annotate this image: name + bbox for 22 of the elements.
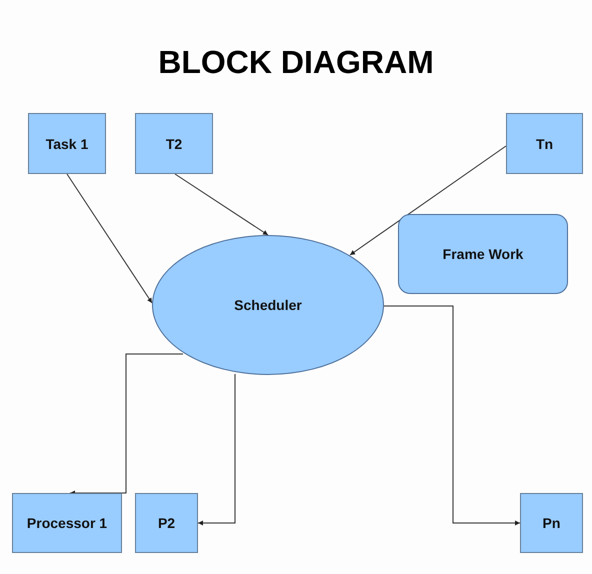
process-box bbox=[506, 113, 583, 174]
diagram-title: BLOCK DIAGRAM bbox=[157, 44, 435, 81]
node-label: Scheduler bbox=[234, 297, 302, 313]
process-box bbox=[12, 493, 122, 553]
node-label: Task 1 bbox=[46, 136, 88, 152]
node-label: Pn bbox=[542, 515, 560, 531]
node-label: Processor 1 bbox=[26, 515, 108, 531]
arrow bbox=[174, 174, 268, 236]
node-label: Frame Work bbox=[442, 246, 524, 262]
process-box bbox=[28, 113, 106, 174]
process-box bbox=[135, 493, 198, 553]
arrow bbox=[350, 146, 506, 256]
process-box bbox=[135, 113, 213, 174]
rounded-box bbox=[398, 214, 568, 294]
arrow bbox=[198, 374, 236, 526]
node-label: P2 bbox=[158, 515, 176, 531]
node-label: Tn bbox=[536, 136, 554, 152]
arrow bbox=[384, 306, 520, 526]
arrow bbox=[66, 174, 152, 304]
process-box bbox=[520, 493, 583, 553]
node-label: T2 bbox=[166, 136, 182, 152]
arrow bbox=[70, 354, 184, 496]
